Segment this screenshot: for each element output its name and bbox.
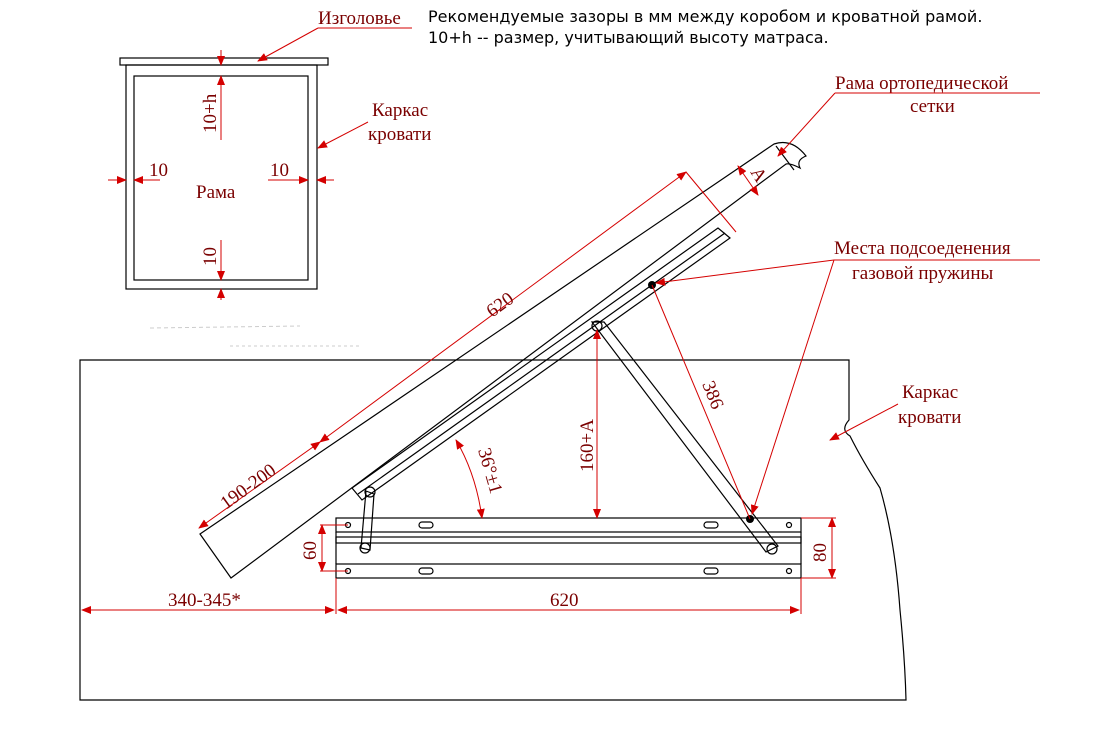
height-label: 160+A bbox=[577, 419, 598, 472]
grid-frame-leader bbox=[777, 92, 836, 157]
frame-length-label: 620 bbox=[483, 288, 518, 322]
offset-dim bbox=[198, 441, 321, 529]
angle-arc bbox=[455, 439, 485, 519]
spring-label-2: газовой пружины bbox=[852, 263, 994, 284]
gap-right-label: 10 bbox=[270, 160, 289, 181]
base-offset-label: 340-345* bbox=[168, 590, 241, 611]
rail-slot bbox=[703, 521, 719, 529]
headboard-label: Изголовье bbox=[318, 8, 401, 29]
bed-frame-leader bbox=[829, 403, 899, 441]
grid-frame-label-1: Рама ортопедической bbox=[835, 73, 1008, 94]
rail-bottom bbox=[335, 563, 802, 579]
headboard-leader bbox=[257, 27, 319, 62]
plan-view: 10+h 10 10 10 Рама Изголовье Каркас кров… bbox=[108, 8, 431, 300]
headboard-rect bbox=[119, 57, 329, 66]
grid-frame-label-2: сетки bbox=[910, 96, 955, 117]
spring-dim-label: 386 bbox=[697, 378, 727, 412]
gap-left-label: 10 bbox=[149, 160, 168, 181]
bed-frame-label-2: кровати bbox=[898, 407, 961, 428]
frame-length-ext bbox=[685, 171, 737, 233]
gap-bottom-label: 10 bbox=[200, 247, 221, 266]
frame-length-dim bbox=[319, 171, 687, 443]
gap-top-label: 10+h bbox=[200, 93, 221, 133]
rail-hole bbox=[785, 567, 793, 575]
dim80-label: 80 bbox=[810, 543, 831, 562]
rail-middle bbox=[335, 536, 802, 544]
bed-frame-outline bbox=[79, 359, 907, 701]
spring-leader-top bbox=[655, 259, 835, 286]
offset-label: 190-200 bbox=[217, 460, 281, 514]
plan-center-label: Рама bbox=[196, 182, 236, 203]
instruction-note: Рекомендуемые зазоры в мм между коробом … bbox=[428, 6, 982, 48]
dim60-label: 60 bbox=[300, 541, 321, 560]
tube-end-seam bbox=[775, 145, 795, 171]
ghost-line-1 bbox=[149, 325, 301, 329]
rail-top bbox=[335, 517, 802, 533]
bracket-inner-line bbox=[357, 232, 726, 495]
rail-slot bbox=[703, 567, 719, 575]
pivot-upper-short bbox=[364, 486, 376, 498]
pivot-lower-long bbox=[766, 543, 778, 555]
spring-label-1: Места подсоеденения bbox=[834, 238, 1011, 259]
angle-label: 36°±1 bbox=[473, 446, 506, 497]
bed-frame-label-1: Каркас bbox=[902, 382, 958, 403]
rail-length-label: 620 bbox=[550, 590, 579, 611]
rail-slot bbox=[418, 567, 434, 575]
A-dim bbox=[737, 165, 759, 196]
pivot-lower-short bbox=[359, 542, 371, 554]
note-line-2: 10+h -- размер, учитывающий высоту матра… bbox=[428, 28, 829, 47]
note-line-1: Рекомендуемые зазоры в мм между коробом … bbox=[428, 7, 983, 26]
plan-frame-leader bbox=[317, 121, 369, 149]
plan-frame-label-2: кровати bbox=[368, 124, 431, 145]
rail-slot bbox=[418, 521, 434, 529]
plan-frame-label-1: Каркас bbox=[372, 100, 428, 121]
spring-leader-bottom bbox=[750, 259, 835, 515]
rail-hole bbox=[785, 521, 793, 529]
side-view: 386 620 190-200 A 160+A 36°±1 60 80 340-… bbox=[79, 73, 1040, 701]
